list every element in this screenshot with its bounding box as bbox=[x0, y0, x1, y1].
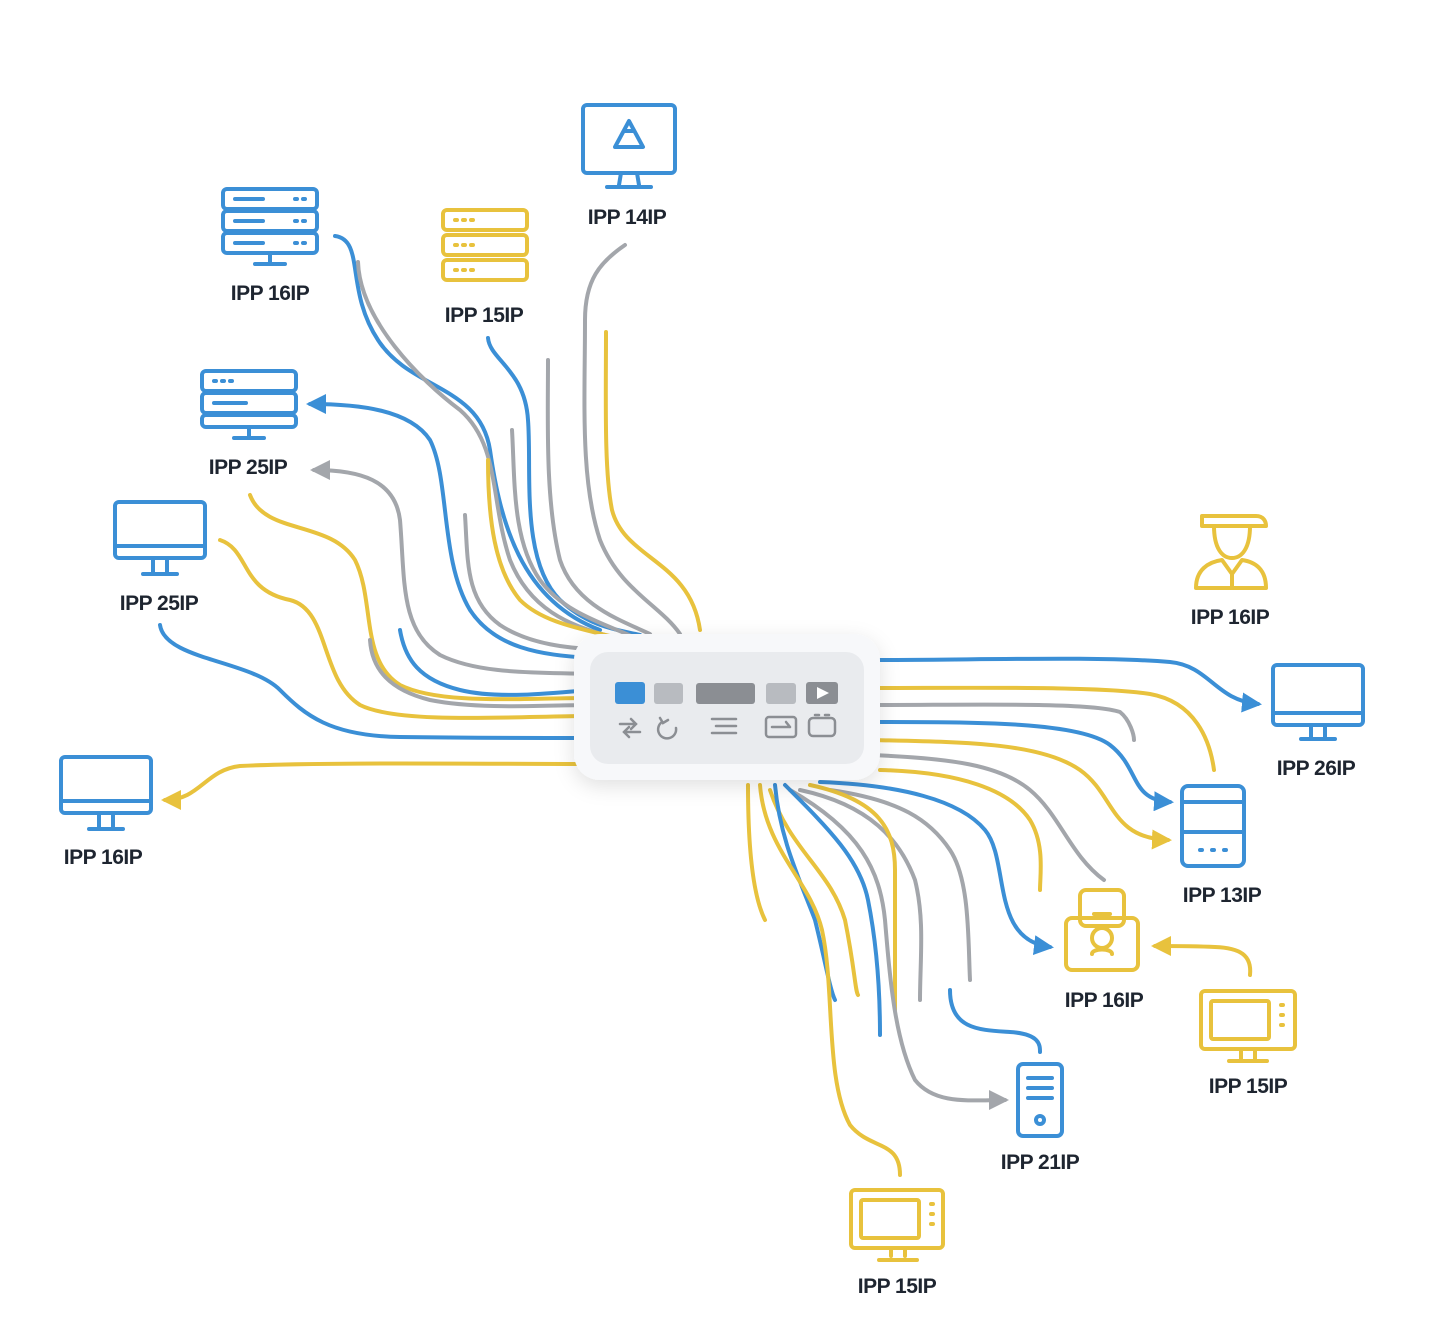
hub-gray-indicator[interactable] bbox=[766, 683, 796, 704]
node-label: IPP 16IP bbox=[1065, 989, 1144, 1012]
node-n10[interactable]: IPP 16IP bbox=[1064, 888, 1144, 1012]
tray-icon[interactable] bbox=[764, 715, 798, 739]
connection-line bbox=[768, 788, 860, 997]
battery-icon[interactable] bbox=[807, 713, 837, 738]
connection-line bbox=[510, 428, 642, 642]
connection-line bbox=[1151, 936, 1253, 977]
monitor-icon bbox=[1271, 663, 1365, 741]
connection-line bbox=[486, 458, 627, 642]
server-icon bbox=[441, 208, 529, 282]
node-n5[interactable]: IPP 25IP bbox=[113, 500, 207, 615]
connection-line bbox=[248, 493, 592, 702]
node-label: IPP 16IP bbox=[231, 282, 310, 305]
server-icon bbox=[200, 369, 298, 440]
tower-icon bbox=[1016, 1062, 1064, 1138]
node-n12[interactable]: IPP 21IP bbox=[1001, 1062, 1080, 1174]
user-icon bbox=[1194, 514, 1268, 590]
connection-line bbox=[306, 394, 592, 660]
connection-line bbox=[878, 768, 1043, 892]
connection-line bbox=[758, 783, 902, 1177]
play-icon[interactable] bbox=[806, 682, 838, 704]
connection-line bbox=[158, 623, 592, 740]
hub-status-bar[interactable] bbox=[696, 683, 755, 704]
tv-icon bbox=[1199, 989, 1297, 1063]
wires-lower bbox=[746, 656, 1262, 1177]
server-icon bbox=[221, 187, 319, 266]
connection-line bbox=[486, 336, 642, 637]
monitor-share-icon bbox=[581, 103, 677, 189]
node-n8[interactable]: IPP 26IP bbox=[1271, 663, 1365, 780]
connection-line bbox=[818, 780, 1054, 956]
connection-line bbox=[161, 761, 592, 810]
node-label: IPP 16IP bbox=[64, 846, 143, 869]
tv-icon bbox=[849, 1188, 945, 1262]
exchange-icon[interactable] bbox=[618, 717, 642, 739]
node-label: IPP 15IP bbox=[858, 1275, 937, 1298]
node-label: IPP 13IP bbox=[1183, 884, 1262, 907]
connection-line bbox=[333, 234, 602, 632]
node-label: IPP 16IP bbox=[1191, 606, 1270, 629]
connection-line bbox=[398, 628, 592, 697]
connection-line bbox=[603, 330, 702, 632]
connection-line bbox=[868, 753, 1106, 882]
connection-line bbox=[218, 538, 592, 720]
connection-line bbox=[868, 738, 1172, 850]
connection-line bbox=[310, 460, 592, 676]
node-label: IPP 14IP bbox=[588, 206, 667, 229]
connection-line bbox=[368, 638, 592, 709]
central-hub[interactable] bbox=[574, 634, 880, 780]
connection-line bbox=[828, 788, 972, 982]
connection-line bbox=[798, 788, 924, 1002]
device-icon bbox=[1180, 784, 1246, 868]
hub-blue-indicator[interactable] bbox=[615, 682, 645, 704]
node-label: IPP 15IP bbox=[445, 304, 524, 327]
connection-line bbox=[783, 783, 882, 1037]
node-label: IPP 21IP bbox=[1001, 1151, 1080, 1174]
node-n2[interactable]: IPP 16IP bbox=[221, 187, 319, 305]
connection-line bbox=[746, 783, 767, 922]
connection-line bbox=[948, 988, 1042, 1054]
node-n3[interactable]: IPP 15IP bbox=[441, 208, 529, 327]
node-n1[interactable]: IPP 14IP bbox=[581, 103, 677, 229]
node-label: IPP 15IP bbox=[1209, 1075, 1288, 1098]
connection-line bbox=[868, 685, 1216, 772]
node-label: IPP 26IP bbox=[1277, 757, 1356, 780]
node-n11[interactable]: IPP 15IP bbox=[1199, 989, 1297, 1098]
node-n7[interactable]: IPP 16IP bbox=[1191, 514, 1270, 629]
wires-upper bbox=[158, 234, 702, 810]
connection-line bbox=[808, 783, 898, 1012]
connection-line bbox=[463, 513, 602, 652]
node-n6[interactable]: IPP 16IP bbox=[59, 755, 153, 869]
node-n4[interactable]: IPP 25IP bbox=[200, 369, 298, 479]
connection-line bbox=[788, 788, 1009, 1111]
connection-line bbox=[582, 243, 682, 636]
connection-line bbox=[356, 260, 607, 637]
connection-line bbox=[868, 702, 1136, 742]
node-n13[interactable]: IPP 15IP bbox=[849, 1188, 945, 1298]
monitor-icon bbox=[113, 500, 207, 576]
connection-line bbox=[545, 358, 652, 636]
connection-line bbox=[868, 656, 1262, 713]
refresh-icon[interactable] bbox=[656, 716, 678, 740]
node-label: IPP 25IP bbox=[209, 456, 288, 479]
hub-panel bbox=[590, 652, 864, 764]
connection-line bbox=[868, 720, 1174, 812]
list-icon[interactable] bbox=[710, 717, 738, 735]
node-n9[interactable]: IPP 13IP bbox=[1180, 784, 1262, 907]
node-label: IPP 25IP bbox=[120, 592, 199, 615]
hub-gray-indicator[interactable] bbox=[654, 683, 683, 704]
printer-icon bbox=[1064, 888, 1140, 972]
monitor-icon bbox=[59, 755, 153, 831]
